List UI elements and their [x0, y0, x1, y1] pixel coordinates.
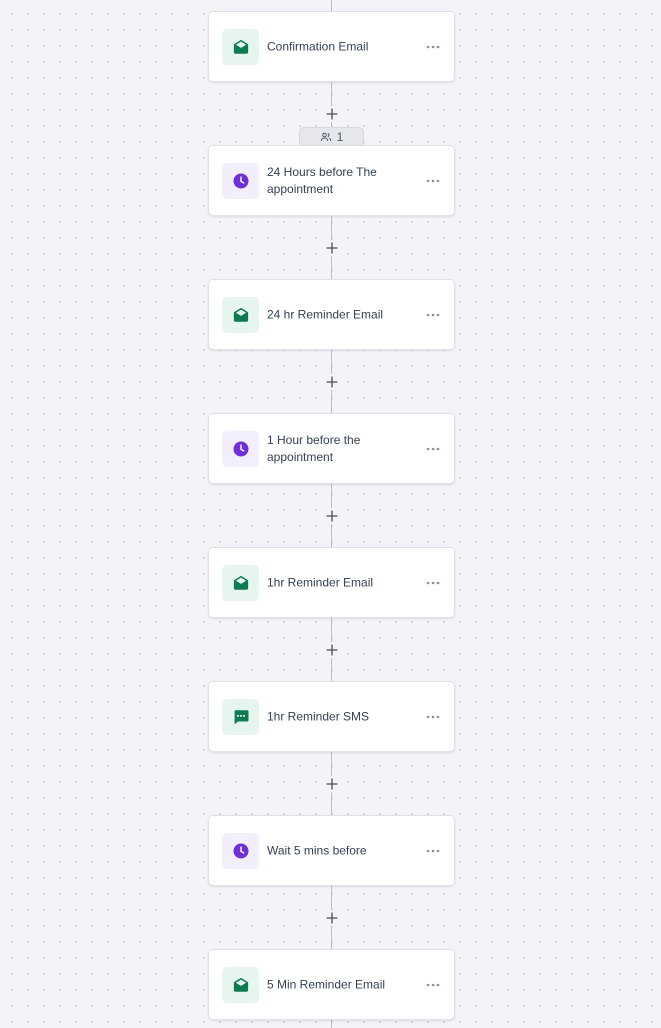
email-open-icon: [222, 967, 259, 1003]
workflow-step-1hr-reminder-email[interactable]: 1hr Reminder Email: [208, 547, 455, 618]
add-step-button[interactable]: [324, 374, 340, 390]
step-label: 5 Min Reminder Email: [267, 977, 386, 991]
plus-icon: [326, 912, 338, 924]
contact-count: 1: [336, 130, 344, 144]
workflow-step-24hr-reminder-email[interactable]: 24 hr Reminder Email: [208, 279, 455, 350]
step-label: 1hr Reminder SMS: [267, 709, 370, 723]
workflow-step-confirmation-email[interactable]: Confirmation Email: [208, 11, 455, 82]
plus-icon: [326, 108, 338, 120]
step-label: Wait 5 mins before: [267, 843, 367, 857]
more-options-icon[interactable]: [424, 306, 442, 324]
clock-icon: [222, 163, 259, 199]
workflow-step-wait-5-mins[interactable]: Wait 5 mins before: [208, 815, 455, 886]
workflow-step-5min-reminder-email[interactable]: 5 Min Reminder Email: [208, 949, 455, 1020]
more-options-icon[interactable]: [424, 440, 442, 458]
sms-message-icon: [222, 699, 259, 735]
contact-count-badge[interactable]: 1: [299, 127, 364, 146]
more-options-icon[interactable]: [424, 708, 442, 726]
clock-icon: [222, 833, 259, 869]
plus-icon: [326, 644, 338, 656]
plus-icon: [326, 376, 338, 388]
workflow-step-wait-24-hours[interactable]: 24 Hours before The appointment: [208, 145, 455, 216]
workflow-step-1hr-reminder-sms[interactable]: 1hr Reminder SMS: [208, 681, 455, 752]
add-step-button[interactable]: [324, 240, 340, 256]
add-step-button[interactable]: [324, 508, 340, 524]
step-label: 24 Hours before The appointment: [267, 164, 377, 196]
add-step-button[interactable]: [324, 642, 340, 658]
step-label: 1hr Reminder Email: [267, 575, 374, 589]
add-step-button[interactable]: [324, 910, 340, 926]
email-open-icon: [222, 565, 259, 601]
more-options-icon[interactable]: [424, 574, 442, 592]
plus-icon: [326, 778, 338, 790]
step-label: Confirmation Email: [267, 39, 369, 53]
workflow-step-wait-1-hour[interactable]: 1 Hour before the appointment: [208, 413, 455, 484]
clock-icon: [222, 431, 259, 467]
step-label: 24 hr Reminder Email: [267, 307, 384, 321]
step-label: 1 Hour before the appointment: [267, 432, 361, 464]
email-open-icon: [222, 297, 259, 333]
more-options-icon[interactable]: [424, 172, 442, 190]
plus-icon: [326, 510, 338, 522]
email-open-icon: [222, 29, 259, 65]
add-step-button[interactable]: [324, 106, 340, 122]
more-options-icon[interactable]: [424, 842, 442, 860]
add-step-button[interactable]: [324, 776, 340, 792]
users-icon: [320, 132, 331, 142]
plus-icon: [326, 242, 338, 254]
more-options-icon[interactable]: [424, 38, 442, 56]
more-options-icon[interactable]: [424, 976, 442, 994]
